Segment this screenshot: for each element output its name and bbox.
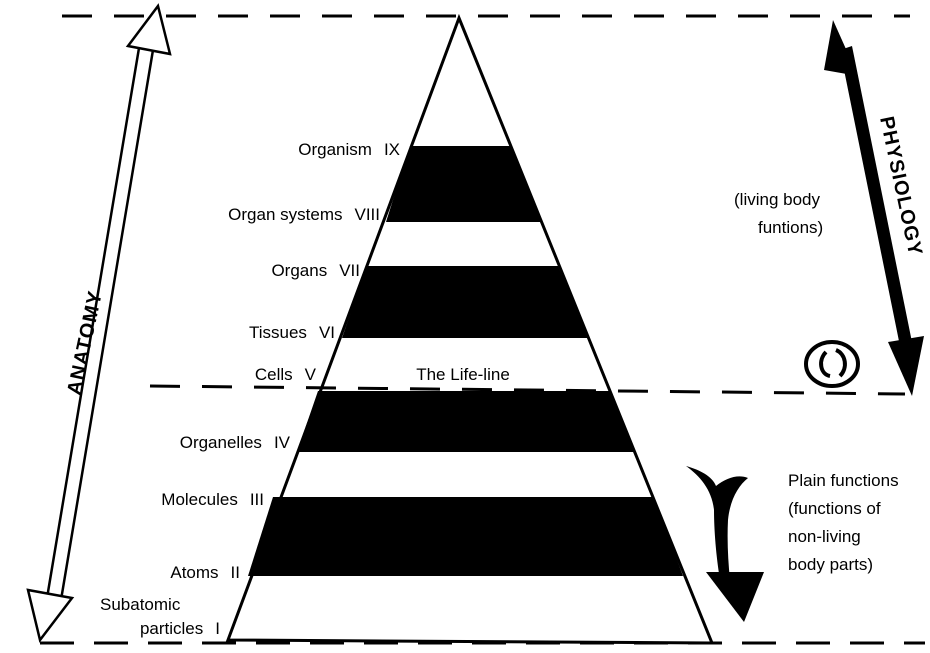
level-numeral: V <box>305 365 317 384</box>
level-numeral: VI <box>319 323 335 342</box>
physiology-note-line-1: (living body <box>734 190 820 209</box>
level-numeral: IX <box>384 140 400 159</box>
hierarchy-pyramid <box>225 13 715 645</box>
plain-note-line-3: non-living <box>788 527 861 546</box>
level-numeral: II <box>231 563 240 582</box>
physiology-arrow <box>824 20 924 396</box>
level-numeral: III <box>250 490 264 509</box>
level-numeral: I <box>215 619 220 638</box>
band-molecules <box>248 497 683 576</box>
physiology-note-line-2: funtions) <box>758 218 823 237</box>
lifeline-label: The Life-line <box>416 365 510 384</box>
lifeline-dashed-line <box>149 384 906 396</box>
downward-curved-arrow <box>686 466 764 622</box>
anatomy-arrow <box>26 3 172 643</box>
level-numeral: IV <box>274 433 291 452</box>
plain-note-line-4: body parts) <box>788 555 873 574</box>
cell-icon <box>804 340 860 388</box>
plain-note-line-2: (functions of <box>788 499 881 518</box>
band-organism <box>386 146 541 222</box>
level-numeral: VIII <box>354 205 380 224</box>
band-organs <box>342 266 588 338</box>
level-label-subatomic: Subatomic <box>100 595 181 614</box>
band-organelles <box>297 391 634 452</box>
plain-note-line-1: Plain functions <box>788 471 899 490</box>
level-numeral: VII <box>339 261 360 280</box>
